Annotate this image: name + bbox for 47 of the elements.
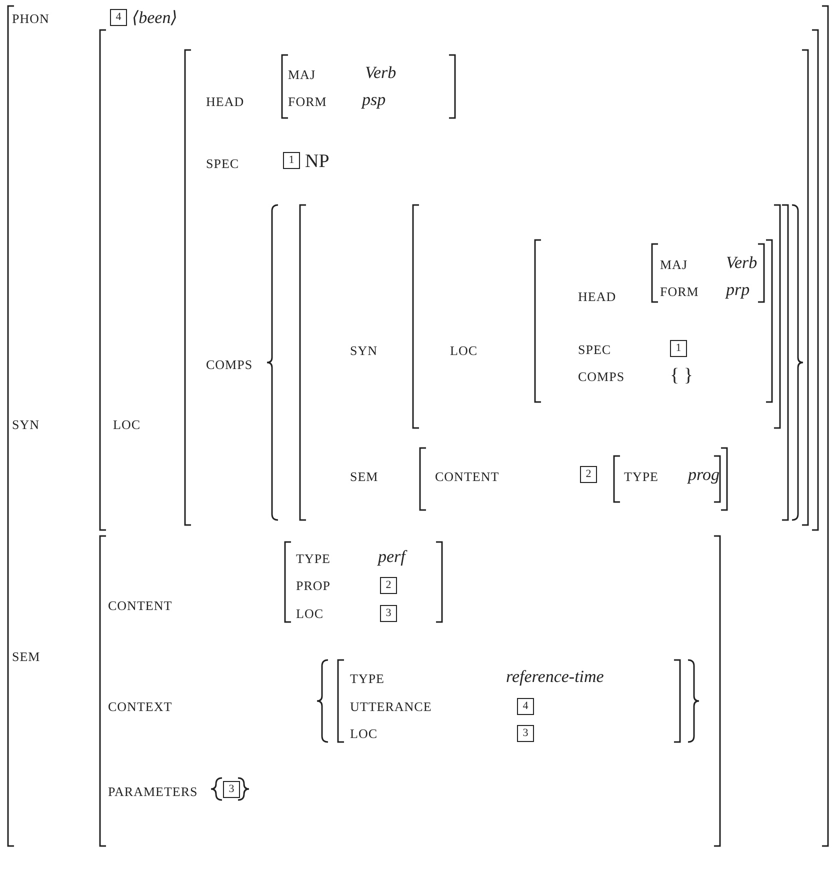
- feature-name: PHON: [12, 12, 50, 25]
- feature-name: COMPS: [578, 370, 625, 383]
- feature-name: COMPS: [206, 358, 253, 371]
- feature-name: TYPE: [296, 552, 330, 565]
- feature-name: FORM: [660, 285, 699, 298]
- feature-name: CONTENT: [108, 599, 172, 612]
- feature-name: CONTEXT: [108, 700, 172, 713]
- index-tag: 4: [110, 9, 127, 26]
- feature-name: TYPE: [350, 672, 384, 685]
- feature-name: MAJ: [660, 258, 688, 271]
- feature-value: NP: [305, 152, 330, 171]
- feature-name: SPEC: [578, 343, 612, 356]
- feature-name: PROP: [296, 579, 331, 592]
- feature-name: CONTENT: [435, 470, 500, 483]
- feature-name: SYN: [12, 418, 40, 431]
- index-tag: 3: [517, 725, 534, 742]
- index-tag: 2: [380, 577, 397, 594]
- feature-value: Verb: [726, 254, 758, 271]
- index-tag: 3: [223, 781, 240, 798]
- feature-name: SEM: [12, 650, 40, 663]
- feature-name: MAJ: [288, 68, 316, 81]
- feature-value: prog: [688, 466, 720, 483]
- index-tag: 1: [283, 152, 300, 169]
- feature-name: PARAMETERS: [108, 785, 198, 798]
- feature-name: FORM: [288, 95, 327, 108]
- feature-name: SYN: [350, 344, 378, 357]
- feature-value: reference-time: [506, 668, 604, 685]
- feature-value: ⟨been⟩: [132, 9, 178, 26]
- feature-value: Verb: [365, 64, 396, 81]
- feature-name: HEAD: [578, 290, 616, 303]
- feature-value: prp: [726, 281, 750, 298]
- feature-value: { }: [670, 366, 693, 385]
- feature-value: psp: [362, 91, 386, 108]
- feature-name: LOC: [350, 727, 378, 740]
- feature-name: HEAD: [206, 95, 244, 108]
- index-tag: 4: [517, 698, 534, 715]
- feature-value: perf: [378, 548, 406, 565]
- feature-name: UTTERANCE: [350, 700, 432, 713]
- index-tag: 2: [580, 466, 597, 483]
- index-tag: 3: [380, 605, 397, 622]
- index-tag: 1: [670, 340, 687, 357]
- feature-name: TYPE: [624, 470, 658, 483]
- feature-name: LOC: [113, 418, 140, 431]
- feature-name: SEM: [350, 470, 378, 483]
- feature-name: SPEC: [206, 157, 240, 170]
- feature-name: LOC: [450, 344, 478, 357]
- feature-name: LOC: [296, 607, 324, 620]
